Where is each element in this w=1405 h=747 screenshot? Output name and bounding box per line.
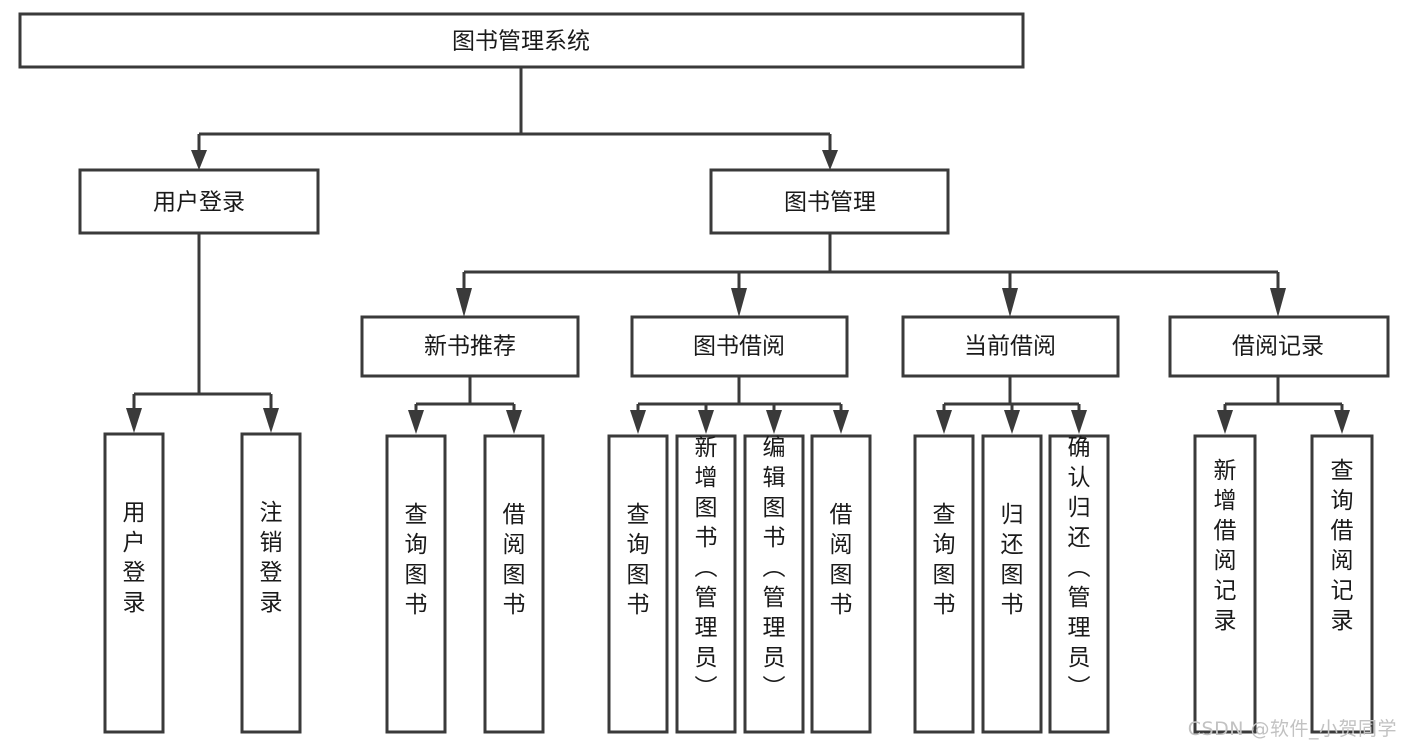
leaf-query-book-2[interactable]: 查询图书	[607, 434, 669, 734]
leaf-borrow-book-2-label: 借阅图书	[830, 502, 853, 618]
arrowhead-leaf-query-book-1	[408, 410, 424, 434]
arrowhead-book-manage	[822, 150, 838, 170]
leaf-query-book-1-box[interactable]	[385, 434, 447, 734]
leaf-query-book-1-label: 查询图书	[405, 502, 428, 618]
leaf-add-book-box[interactable]	[675, 434, 737, 734]
arrowhead-leaf-logout-login	[263, 408, 279, 433]
leaf-confirm-return-label: 确认归还︵管理员︶	[1068, 435, 1091, 701]
arrowhead-leaf-borrow-book-1	[506, 410, 522, 434]
leaf-return-book-box[interactable]	[981, 434, 1043, 734]
leaf-query-book-1[interactable]: 查询图书	[385, 434, 447, 734]
leaf-query-book-3[interactable]: 查询图书	[913, 434, 975, 734]
node-book-manage[interactable]: 图书管理	[709, 168, 950, 235]
leaf-borrow-book-1[interactable]: 借阅图书	[483, 434, 545, 734]
node-current-borrow-box[interactable]	[901, 315, 1120, 378]
leaf-add-book-label: 新增图书︵管理员︶	[695, 435, 718, 701]
node-current-borrow-label: 当前借阅	[964, 334, 1056, 360]
leaf-logout-login-box[interactable]	[240, 432, 302, 734]
leaf-borrow-book-1-box[interactable]	[483, 434, 545, 734]
leaf-edit-book[interactable]: 编辑图书︵管理员︶	[743, 434, 805, 734]
node-book-manage-box[interactable]	[709, 168, 950, 235]
csdn-watermark: CSDN @软件_小贺同学	[1187, 718, 1397, 740]
node-new-book-recommend-box[interactable]	[360, 315, 580, 378]
leaf-add-record[interactable]: 新增借阅记录	[1193, 434, 1257, 734]
leaf-add-record-label: 新增借阅记录	[1214, 458, 1237, 634]
leaf-query-record[interactable]: 查询借阅记录	[1310, 434, 1374, 734]
node-user-login-box[interactable]	[78, 168, 320, 235]
node-borrow-record-box[interactable]	[1168, 315, 1390, 378]
node-borrow-record-label: 借阅记录	[1232, 334, 1324, 360]
leaf-confirm-return-box[interactable]	[1048, 434, 1110, 734]
leaf-query-book-2-box[interactable]	[607, 434, 669, 734]
arrowhead-new-book-recommend	[456, 288, 472, 317]
node-user-login-label: 用户登录	[153, 190, 245, 216]
leaf-user-login[interactable]: 用户登录	[103, 432, 165, 734]
arrowhead-borrow-record	[1270, 288, 1286, 317]
leaf-logout-login[interactable]: 注销登录	[240, 432, 302, 734]
arrowhead-leaf-query-book-3	[936, 410, 952, 434]
arrowhead-leaf-query-book-2	[630, 410, 646, 434]
leaf-add-record-box[interactable]	[1193, 434, 1257, 734]
leaf-query-book-2-label: 查询图书	[627, 502, 650, 618]
leaf-query-record-box[interactable]	[1310, 434, 1374, 734]
node-new-book-recommend-label: 新书推荐	[424, 334, 516, 360]
leaf-edit-book-box[interactable]	[743, 434, 805, 734]
node-book-manage-label: 图书管理	[784, 190, 876, 216]
node-book-borrow-label: 图书借阅	[693, 334, 785, 360]
arrowhead-leaf-user-login	[126, 408, 142, 433]
arrowhead-leaf-borrow-book-2	[833, 410, 849, 434]
arrowhead-leaf-add-book	[698, 410, 714, 434]
leaf-add-book[interactable]: 新增图书︵管理员︶	[675, 434, 737, 734]
node-book-borrow[interactable]: 图书借阅	[630, 315, 849, 378]
arrowhead-user-login	[191, 150, 207, 170]
leaf-query-book-3-box[interactable]	[913, 434, 975, 734]
leaf-user-login-label: 用户登录	[123, 500, 146, 616]
node-root-box[interactable]	[18, 12, 1025, 69]
leaf-confirm-return[interactable]: 确认归还︵管理员︶	[1048, 434, 1110, 734]
node-user-login[interactable]: 用户登录	[78, 168, 320, 235]
leaf-edit-book-label: 编辑图书︵管理员︶	[763, 435, 786, 701]
arrowhead-leaf-return-book	[1004, 410, 1020, 434]
arrowhead-leaf-query-record	[1334, 410, 1350, 434]
leaf-logout-login-label: 注销登录	[260, 500, 283, 616]
node-new-book-recommend[interactable]: 新书推荐	[360, 315, 580, 378]
connector-layer	[126, 68, 1350, 434]
leaf-borrow-book-1-label: 借阅图书	[503, 502, 526, 618]
arrowhead-leaf-edit-book	[766, 410, 782, 434]
arrowhead-leaf-confirm-return	[1071, 410, 1087, 434]
node-current-borrow[interactable]: 当前借阅	[901, 315, 1120, 378]
leaf-query-book-3-label: 查询图书	[933, 502, 956, 618]
leaf-borrow-book-2[interactable]: 借阅图书	[810, 434, 872, 734]
arrowhead-book-borrow	[731, 288, 747, 317]
arrowhead-leaf-add-record	[1217, 410, 1233, 434]
node-root-label: 图书管理系统	[452, 29, 590, 55]
leaf-return-book[interactable]: 归还图书	[981, 434, 1043, 734]
leaf-borrow-book-2-box[interactable]	[810, 434, 872, 734]
leaf-return-book-label: 归还图书	[1001, 502, 1024, 618]
node-root[interactable]: 图书管理系统	[18, 12, 1025, 69]
leaf-query-record-label: 查询借阅记录	[1331, 458, 1354, 634]
node-borrow-record[interactable]: 借阅记录	[1168, 315, 1390, 378]
node-book-borrow-box[interactable]	[630, 315, 849, 378]
leaf-user-login-box[interactable]	[103, 432, 165, 734]
arrowhead-current-borrow	[1002, 288, 1018, 317]
